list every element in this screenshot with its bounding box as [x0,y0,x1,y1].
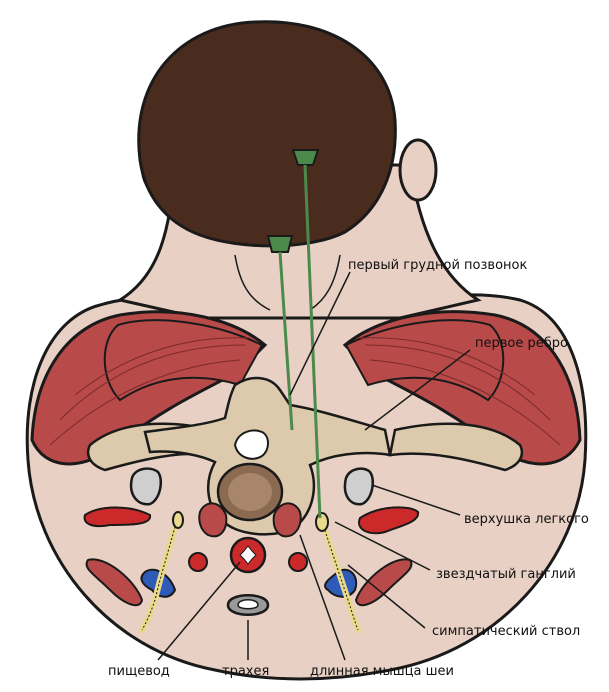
label-sympathetic-trunk: симпатический ствол [432,624,580,639]
vertebral-body-inner [228,473,272,511]
label-first-thoracic-vertebra: первый грудной позвонок [348,258,527,273]
label-stellate-ganglion: звездчатый ганглий [436,567,576,582]
right-ear [400,140,436,200]
artery-right [289,553,307,571]
vessel-left-long [85,508,151,527]
longus-colli-right [274,503,301,536]
vertebral-canal [235,431,268,459]
artery-left [189,553,207,571]
label-longus-colli: длинная мышца шеи [310,664,454,679]
stellate-ganglion-left [173,512,183,528]
hair [139,22,396,246]
label-trachea: трахея [222,664,269,679]
label-esophagus: пищевод [108,664,170,679]
stellate-ganglion-right [316,513,328,531]
trachea-lumen [238,600,258,609]
longus-colli-left [199,503,226,536]
lung-apex-left [131,469,161,505]
label-lung-apex: верхушка легкого [464,512,589,527]
lung-apex-right [345,469,373,505]
label-first-rib: первое ребро [475,336,568,351]
